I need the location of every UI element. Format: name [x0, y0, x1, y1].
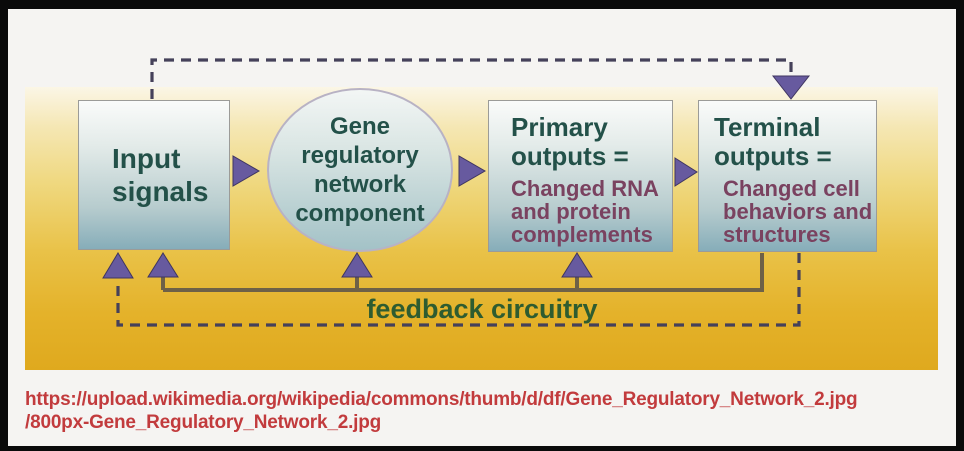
grn-component-label: Gene regulatory network component	[295, 112, 425, 228]
node-terminal-outputs: Terminal outputs = Changed cell behavior…	[698, 100, 877, 252]
image-source-url-line1: https://upload.wikimedia.org/wikipedia/c…	[25, 389, 858, 410]
terminal-outputs-body: Changed cell behaviors and structures	[723, 175, 873, 248]
primary-outputs-body: Changed RNA and protein complements	[511, 175, 659, 248]
image-source-url: https://upload.wikimedia.org/wikipedia/c…	[25, 389, 949, 435]
node-grn-component: Gene regulatory network component	[267, 88, 453, 252]
primary-outputs-header: Primary outputs =	[511, 112, 629, 172]
feedback-circuitry-label: feedback circuitry	[366, 294, 598, 324]
input-signals-label: Input signals	[112, 142, 209, 207]
image-source-url-line2: /800px-Gene_Regulatory_Network_2.jpg	[25, 411, 382, 433]
terminal-outputs-header: Terminal outputs =	[714, 112, 832, 172]
node-primary-outputs: Primary outputs = Changed RNA and protei…	[488, 100, 673, 252]
node-input-signals: Input signals	[78, 100, 230, 250]
